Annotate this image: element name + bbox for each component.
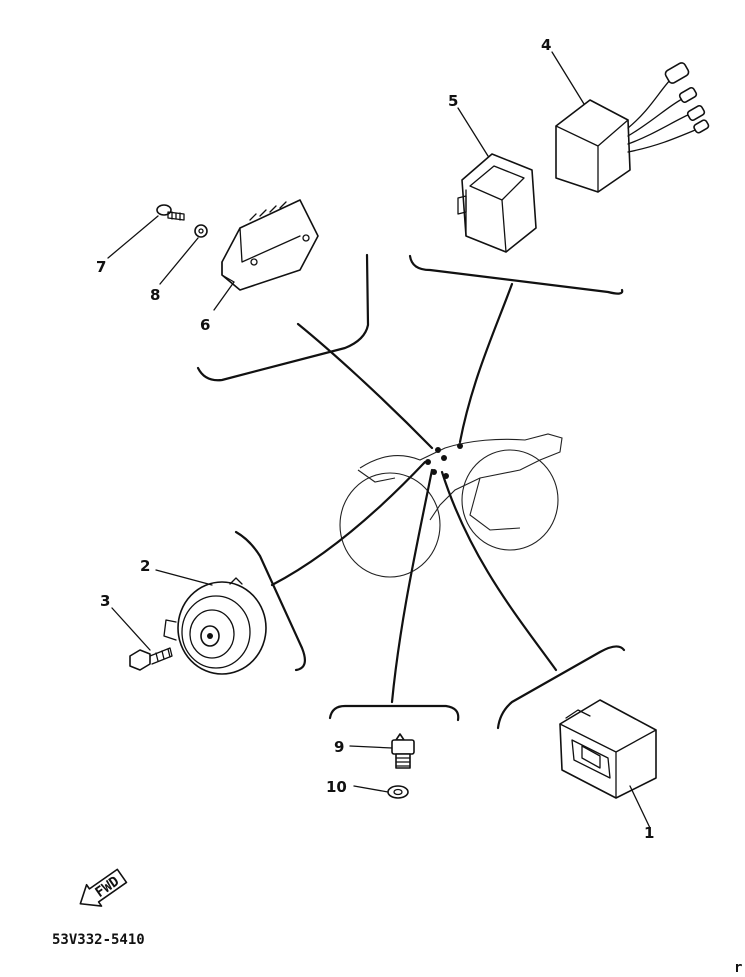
connection-points: [425, 443, 463, 479]
callout-9: 9: [334, 738, 344, 756]
diagram-code: 53V332-5410: [52, 932, 145, 948]
callout-6: 6: [200, 316, 210, 334]
part-10-washer: [387, 785, 409, 799]
part-3-bolt: [129, 647, 173, 671]
callout-3: 3: [100, 592, 110, 610]
part-8-washer: [194, 224, 208, 238]
callout-1: 1: [644, 824, 654, 842]
leader-lines: [270, 282, 558, 704]
callout-leaders: [107, 51, 651, 829]
part-2-horn: [163, 577, 267, 675]
callout-10: 10: [326, 778, 347, 796]
part-9-switch: [391, 733, 415, 769]
part-4-relay-box: [555, 62, 710, 193]
callout-7: 7: [96, 258, 106, 276]
part-7-screw: [156, 204, 185, 221]
fwd-arrow-icon: FWD: [79, 868, 128, 907]
callout-4: 4: [541, 36, 551, 54]
group-brackets: [196, 253, 626, 730]
motorcycle-outline: [339, 433, 563, 578]
callout-8: 8: [150, 286, 160, 304]
part-6-bracket: [221, 199, 319, 291]
corner-mark: r: [734, 960, 742, 976]
part-1-relay: [559, 699, 657, 799]
part-5-cover: [457, 153, 537, 253]
callout-2: 2: [140, 557, 150, 575]
callout-5: 5: [448, 92, 458, 110]
